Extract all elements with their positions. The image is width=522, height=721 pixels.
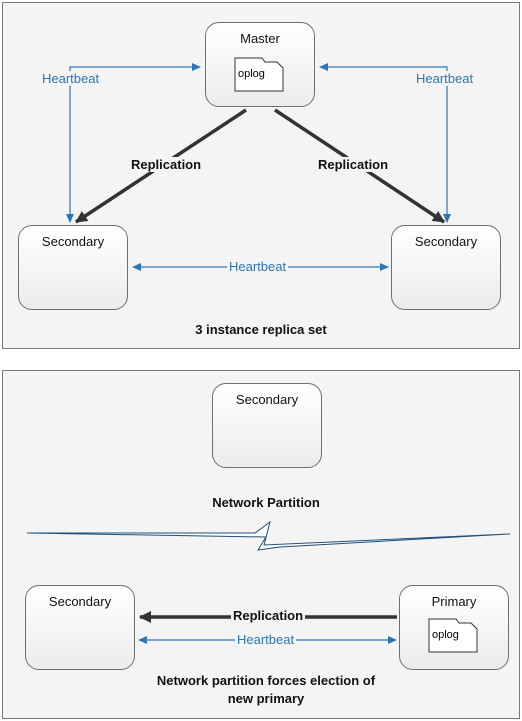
heartbeat-left-connector — [66, 63, 201, 223]
replication-left-label: Replication — [129, 157, 204, 172]
primary-oplog-label: oplog — [432, 629, 459, 641]
partition-caption-line2: new primary — [227, 691, 305, 706]
secondary-left-node: Secondary — [18, 225, 128, 310]
secondary-right-label: Secondary — [414, 234, 478, 249]
replication-right-label: Replication — [316, 157, 391, 172]
secondary-right-node: Secondary — [391, 225, 501, 310]
master-label: Master — [240, 31, 280, 46]
heartbeat-right-connector — [319, 63, 451, 223]
partition-caption-line1: Network partition forces election of — [156, 673, 376, 688]
secondary-left-label: Secondary — [41, 234, 105, 249]
heartbeat-bottom-label: Heartbeat — [227, 259, 289, 274]
master-oplog-icon — [234, 57, 284, 92]
heartbeat-left-label: Heartbeat — [40, 71, 102, 86]
secondary-label: Secondary — [48, 594, 112, 609]
replica-set-caption: 3 instance replica set — [195, 322, 327, 337]
heartbeat-label: Heartbeat — [235, 632, 297, 647]
primary-oplog-icon — [428, 618, 478, 653]
replication-label: Replication — [231, 608, 306, 623]
primary-label: Primary — [431, 594, 477, 609]
network-partition-label: Network Partition — [212, 495, 320, 510]
secondary-isolated-label: Secondary — [235, 392, 299, 407]
secondary-node: Secondary — [25, 585, 135, 670]
network-partition-line — [26, 520, 511, 551]
secondary-isolated-node: Secondary — [212, 383, 322, 468]
heartbeat-right-label: Heartbeat — [414, 71, 476, 86]
master-oplog-label: oplog — [238, 68, 265, 80]
